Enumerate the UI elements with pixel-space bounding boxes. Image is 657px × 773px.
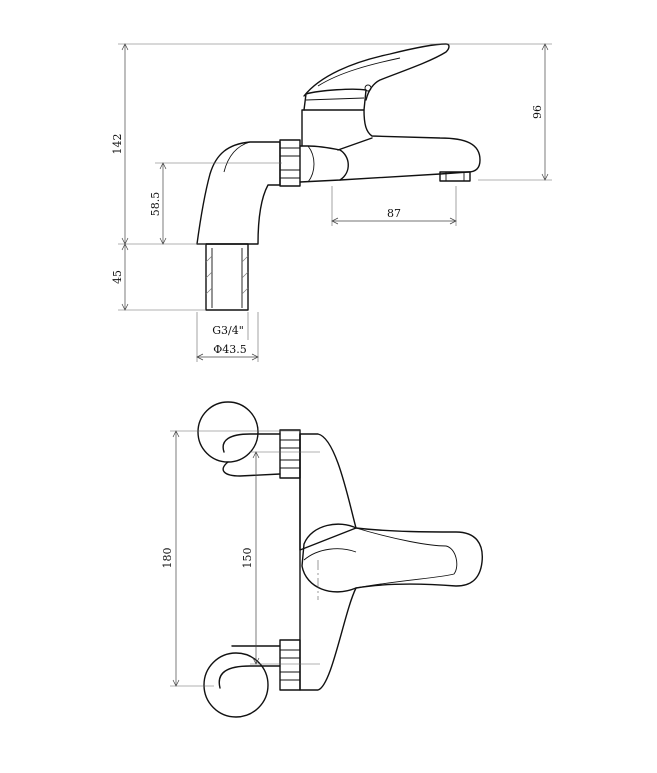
- top-dimension-lines: [172, 430, 260, 687]
- dim-max-centers: 180: [161, 548, 174, 569]
- top-extension-lines: [170, 430, 320, 687]
- side-dimension-lines: [121, 43, 549, 361]
- dim-overall-height: 142: [111, 134, 124, 155]
- dim-diameter: Φ43.5: [213, 343, 247, 356]
- side-extension-lines: [118, 43, 552, 362]
- thread-label: G3/4": [212, 324, 244, 337]
- upper-eccentric: [197, 401, 301, 479]
- side-elevation-view: 142 45 58.5 96 87 G3/4" Φ43.5: [111, 43, 552, 362]
- dim-min-centers: 150: [241, 548, 254, 569]
- mixer-body-side: [196, 43, 481, 245]
- dim-spout-height: 96: [531, 105, 544, 119]
- dim-thread-length: 45: [111, 270, 124, 284]
- dim-spout-reach: 87: [387, 207, 401, 220]
- threaded-inlet: [205, 243, 249, 311]
- dim-inlet-height: 58.5: [149, 192, 162, 217]
- top-plan-view: 180 150: [161, 401, 483, 718]
- lower-eccentric: [203, 639, 301, 718]
- mixer-body-top: [299, 433, 483, 691]
